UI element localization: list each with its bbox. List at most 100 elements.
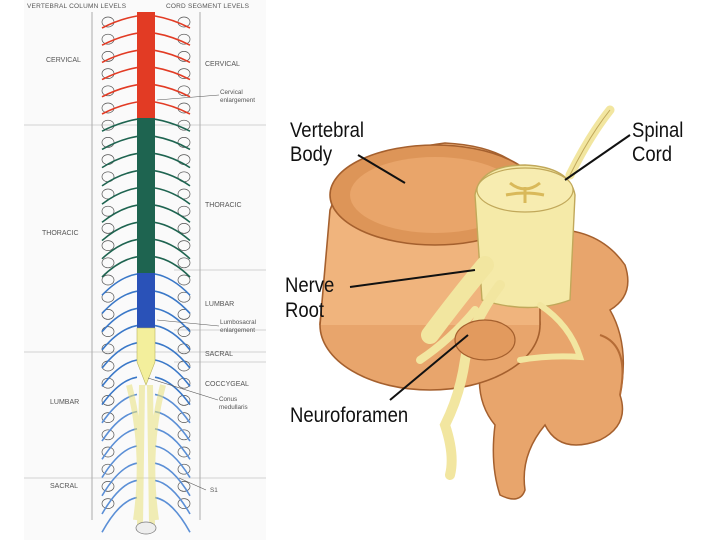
vertebra-R-24 — [177, 412, 191, 423]
spinal-nerve-right-19 — [154, 324, 191, 351]
label-neuroforamen: Neuroforamen — [290, 404, 409, 427]
vertebra-R-8 — [177, 137, 191, 148]
pointer-lumbosacral-enlargement — [156, 319, 220, 327]
cord-region-sacral: SACRAL — [205, 351, 234, 358]
label-lumbosacral-enlargement-1: Lumbosacral — [220, 319, 257, 326]
spinal-nerve-right-16 — [154, 273, 191, 296]
vertebra-R-28 — [177, 481, 191, 492]
spinal-nerve-left-14 — [101, 238, 138, 260]
vertebra-L-28 — [101, 481, 115, 492]
vertebra-L-15 — [101, 257, 115, 269]
nerve-branch-right — [517, 302, 585, 363]
spinal-nerve-right-9 — [154, 152, 191, 169]
spinal-nerve-left-8 — [101, 135, 138, 151]
vertebral-region-lumbar: LUMBAR — [50, 399, 80, 406]
label-spinal-cord-1: Spinal — [632, 119, 684, 142]
cauda-equina — [126, 384, 166, 526]
spinal-nerve-right-4 — [154, 66, 191, 81]
pointer-neuroforamen — [389, 334, 469, 401]
vertebra-L-18 — [101, 309, 115, 320]
vertebra-L-17 — [101, 291, 115, 303]
spinal-nerve-left-4 — [101, 66, 138, 81]
vertebra-L-13 — [101, 223, 115, 234]
spinal-nerve-left-7 — [101, 118, 138, 132]
spinal-nerve-right-11 — [154, 187, 191, 205]
pointer-vertebral-body — [357, 154, 406, 184]
spinal-nerve-left-6 — [101, 101, 138, 115]
spinal-nerve-right-26 — [154, 445, 191, 478]
spinal-nerve-right-7 — [154, 118, 191, 132]
spinal-nerve-left-17 — [101, 290, 138, 315]
spinal-nerve-left-22 — [101, 376, 138, 406]
vertebral-region-cervical: CERVICAL — [46, 57, 81, 64]
pointer-conus-medullaris — [147, 377, 219, 401]
spinal-nerve-right-21 — [154, 359, 191, 387]
spinal-nerve-left-28 — [101, 479, 138, 515]
spinal-nerve-left-12 — [101, 204, 138, 223]
spinal-nerve-left-10 — [101, 170, 138, 187]
spinal-nerve-right-18 — [154, 307, 191, 333]
spinal-nerve-left-5 — [101, 84, 138, 98]
label-conus-medullaris-1: Conus — [219, 396, 238, 403]
spinal-nerve-right-5 — [154, 84, 191, 98]
label-nerve-root-2: Root — [285, 299, 325, 322]
spinal-nerve-left-27 — [101, 462, 138, 497]
label-cervical-enlargement-1: Cervical — [220, 89, 243, 96]
upper-nerve-root — [565, 105, 615, 180]
spinal-nerve-right-8 — [154, 135, 191, 151]
label-vertebral-body-2: Body — [290, 143, 333, 166]
nerve-branch — [416, 306, 479, 364]
spinal-nerve-left-11 — [101, 187, 138, 205]
spinal-nerve-right-25 — [154, 428, 191, 460]
vertebra-R-17 — [177, 291, 191, 303]
label-lumbosacral-enlargement-2: enlargement — [220, 327, 256, 334]
spinal-nerve-left-25 — [101, 428, 138, 460]
spinal-nerve-right-29 — [154, 496, 191, 533]
vertebra-L-23 — [101, 395, 115, 406]
vertebra-R-27 — [177, 463, 191, 475]
cord-region-cervical: CERVICAL — [205, 61, 240, 68]
cord-thoracic-segment — [137, 118, 155, 273]
label-s1: S1 — [210, 487, 218, 494]
vertebra-L-26 — [101, 446, 115, 458]
pointer-cervical-enlargement — [156, 94, 220, 101]
vertebra-R-12 — [177, 205, 191, 217]
vertebra-R-14 — [177, 240, 191, 251]
coccyx — [135, 521, 157, 535]
spinal-nerve-right-3 — [154, 49, 191, 64]
vertebra-R-26 — [177, 446, 191, 458]
header-vertebral-column-levels: VERTEBRAL COLUMN LEVELS — [27, 3, 127, 10]
spinal-nerve-left-13 — [101, 221, 138, 242]
spinal-nerve-left-26 — [101, 445, 138, 478]
vertebra-R-13 — [177, 223, 191, 234]
spinal-nerve-right-28 — [154, 479, 191, 515]
pointer-nerve-root — [349, 269, 476, 288]
spinal-nerve-left-9 — [101, 152, 138, 169]
label-conus-medullaris-2: medullaris — [219, 404, 248, 411]
vertebra-R-25 — [177, 429, 191, 441]
spinal-nerve-right-15 — [154, 256, 191, 278]
label-nerve-root-1: Nerve — [285, 274, 335, 297]
cord-region-lumbar: LUMBAR — [205, 301, 235, 308]
vertebra-L-14 — [101, 240, 115, 251]
spinal-nerve-left-2 — [101, 32, 138, 46]
nerve-root — [421, 256, 494, 344]
header-cord-segment-levels: CORD SEGMENT LEVELS — [166, 3, 250, 10]
spinal-nerve-right-17 — [154, 290, 191, 315]
spinal-nerve-right-1 — [154, 15, 191, 29]
vertebra-L-12 — [101, 205, 115, 217]
upper-nerve-outline — [569, 109, 611, 176]
label-vertebral-body-1: Vertebral — [290, 119, 364, 142]
spinal-nerve-right-6 — [154, 101, 191, 115]
cord-cervical-segment — [137, 12, 155, 118]
cord-lumbar-segment — [137, 273, 155, 328]
spinal-nerve-right-2 — [154, 32, 191, 46]
spinal-nerve-left-20 — [101, 342, 138, 369]
pointer-spinal-cord — [564, 134, 631, 181]
spinal-nerve-left-29 — [101, 496, 138, 533]
spinal-nerve-left-18 — [101, 307, 138, 333]
spinal-nerve-left-3 — [101, 49, 138, 64]
spinal-nerve-right-13 — [154, 221, 191, 242]
pointer-s1 — [178, 477, 207, 491]
spinal-nerve-left-15 — [101, 256, 138, 278]
